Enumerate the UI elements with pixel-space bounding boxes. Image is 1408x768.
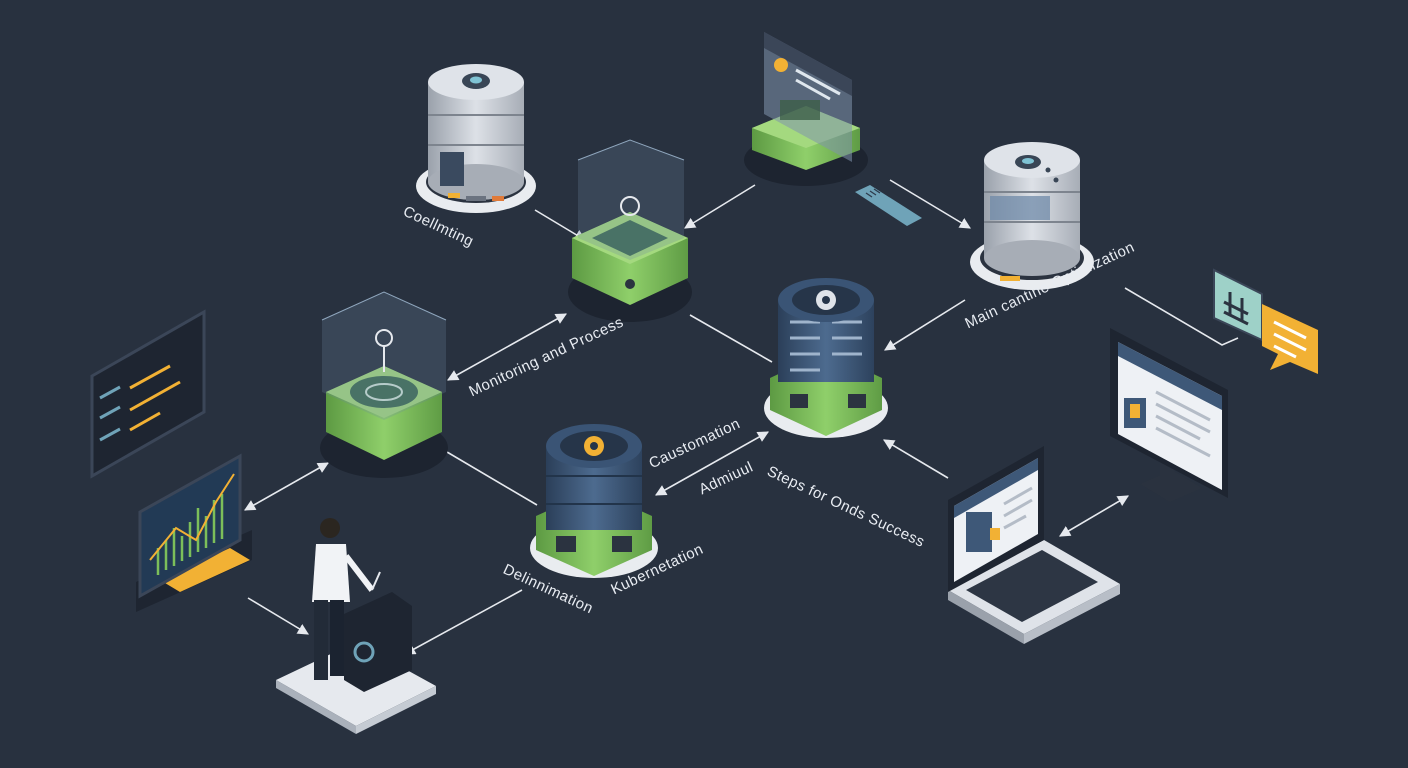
dashboard-node <box>744 32 868 186</box>
line-left-node-to-k8s <box>446 451 538 506</box>
chart-monitor <box>136 453 252 612</box>
lightbulb-icon <box>375 329 393 372</box>
line-hub-to-blue-server <box>689 314 773 363</box>
gear-icon <box>584 436 604 456</box>
line-optimization-to-chat <box>1124 287 1239 346</box>
central-hub-node <box>568 139 692 322</box>
laptop-icon <box>948 446 1120 644</box>
arrow-hub-to-right-server <box>889 179 971 229</box>
arrow-to-blue-server <box>884 299 966 351</box>
left-hub-node <box>320 291 448 478</box>
monitor-icon <box>1110 328 1228 502</box>
chat-bubble-icon <box>1213 268 1318 374</box>
arrow-chart-to-left-node <box>244 462 329 511</box>
arrow-laptop-to-monitor <box>1059 495 1129 537</box>
blue-server-node <box>764 278 888 438</box>
arrow-deployment-to-person <box>404 589 523 655</box>
arrow-monitoring <box>447 313 567 381</box>
arrow-chart-to-person <box>247 597 309 635</box>
arrow-dashboard-to-hub <box>684 184 756 229</box>
gray-server-right <box>970 142 1094 290</box>
person-icon <box>312 518 381 680</box>
arrow-collecting-to-hub <box>534 209 586 241</box>
status-bar <box>855 185 922 226</box>
presenter-platform <box>276 592 436 734</box>
gray-server-top <box>416 64 536 213</box>
kubernetes-server-node <box>530 424 658 578</box>
status-bar-marks <box>865 188 881 198</box>
hash-icon <box>1223 292 1249 326</box>
arrow-customization <box>655 431 769 496</box>
arrow-laptop-to-blue-server <box>883 439 949 479</box>
code-monitor <box>90 309 206 479</box>
gear-icon <box>816 290 836 310</box>
connectors <box>244 179 1239 655</box>
chart-icon <box>156 494 224 575</box>
